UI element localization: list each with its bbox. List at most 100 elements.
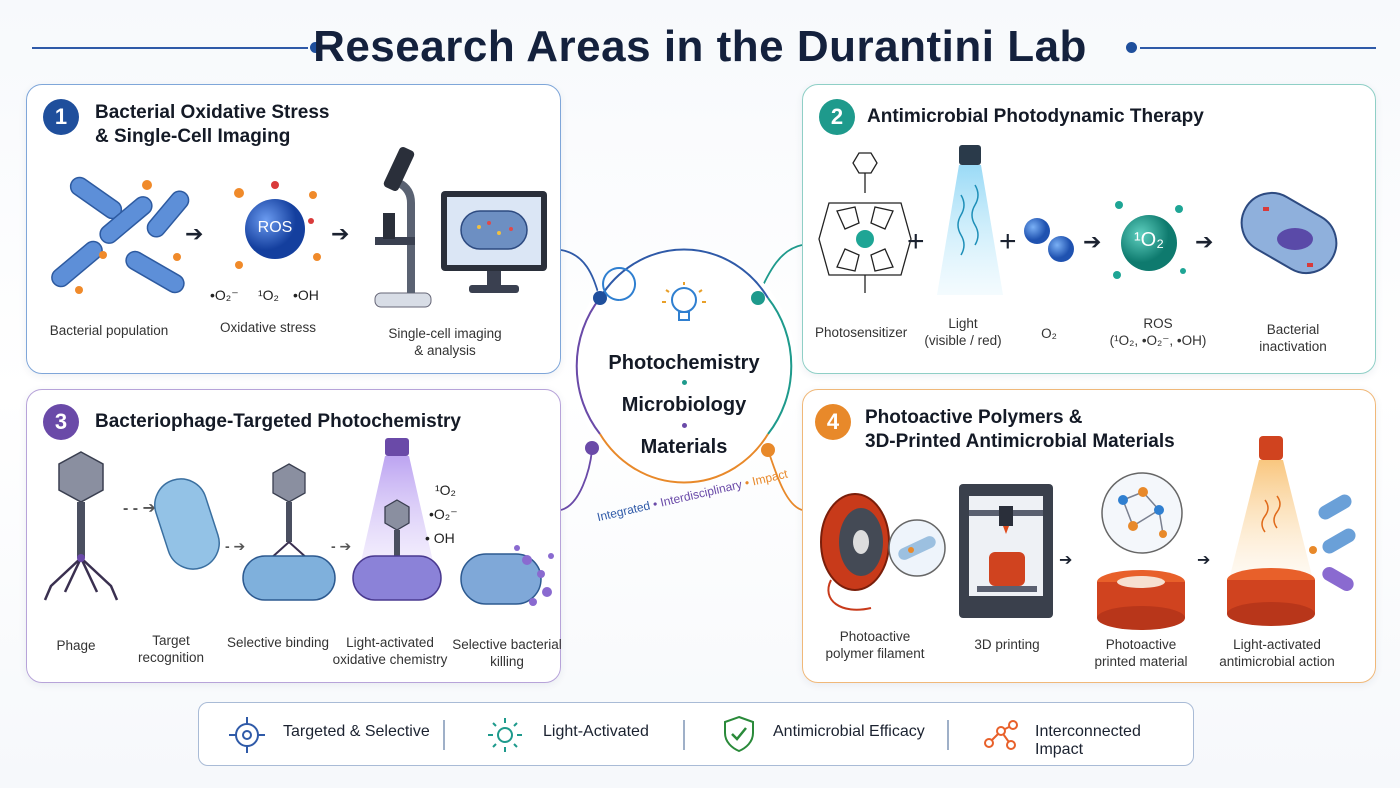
bacteria-cluster-icon	[1309, 494, 1356, 591]
light-beam-illustration	[937, 145, 1003, 295]
caption-selective-killing: Selective bacterial killing	[449, 636, 565, 670]
bacteriophage-illustration	[43, 451, 119, 601]
caption-ros: ROS (¹O₂, •O₂⁻, •OH)	[1103, 315, 1213, 349]
phage-binding-illustration	[242, 463, 336, 601]
caption-line: Photoactive	[1105, 637, 1177, 652]
center-word-photochemistry: Photochemistry	[608, 352, 760, 374]
lightbulb-icon	[602, 267, 637, 301]
network-icon	[984, 720, 1018, 750]
caption-line: killing	[490, 654, 524, 669]
ros-label: ROS	[257, 219, 293, 236]
caption-line: Light-activated	[1233, 637, 1321, 652]
separator-dot	[682, 380, 687, 385]
caption-light-activated-chemistry: Light-activated oxidative chemistry	[327, 634, 453, 668]
plus-icon: +	[999, 225, 1017, 258]
legend-divider	[683, 720, 685, 750]
ros-molecule-illustration	[234, 181, 321, 269]
porphyrin-structure-icon	[818, 152, 912, 293]
panel-number-badge: 3	[43, 404, 79, 440]
caption-bacterial-inactivation: Bacterial inactivation	[1241, 321, 1345, 355]
panel-title: Bacterial Oxidative Stress & Single-Cell…	[95, 101, 329, 149]
caption-single-cell-imaging: Single-cell imaging & analysis	[375, 325, 515, 359]
legend-divider	[947, 720, 949, 750]
arrow-right-icon: ➔	[1059, 552, 1073, 569]
caption-line: Target	[152, 633, 190, 648]
ring-dot: •	[651, 496, 659, 512]
monitor-icon	[441, 191, 547, 293]
species-singlet-oxygen: ¹O₂	[258, 287, 279, 303]
caption-line: (¹O₂, •O₂⁻, •OH)	[1109, 333, 1207, 348]
caption-3d-printing: 3D printing	[974, 637, 1040, 652]
microscope-icon	[374, 146, 432, 308]
caption-line: ROS	[1143, 316, 1173, 331]
panel-number-badge: 4	[815, 404, 851, 440]
caption-bacterial-population: Bacterial population	[49, 323, 169, 338]
panel-number-badge: 2	[819, 99, 855, 135]
dashed-arrow-icon: - ➔	[225, 538, 246, 554]
plus-icon: +	[907, 225, 925, 258]
panel-title: Bacteriophage-Targeted Photochemistry	[95, 411, 462, 432]
caption-line: Photoactive	[839, 629, 911, 644]
separator-dot	[682, 423, 687, 428]
polymer-network-magnifier-icon	[1101, 472, 1183, 554]
caption-line: oxidative chemistry	[332, 652, 448, 667]
target-bacterium-illustration	[154, 478, 220, 570]
panel-bacteriophage-photochemistry: 3 Bacteriophage-Targeted Photochemistry …	[26, 389, 562, 683]
caption-photoactive-filament: Photoactive polymer filament	[813, 628, 937, 662]
legend-bar: Targeted & Selective Light-Activated Ant…	[198, 702, 1194, 766]
lightbulb-icon	[662, 282, 706, 321]
legend-label-targeted: Targeted & Selective	[283, 723, 430, 740]
caption-line: Single-cell imaging	[388, 326, 502, 341]
caption-antimicrobial-action: Light-activated antimicrobial action	[1207, 636, 1347, 670]
bacteria-population-illustration	[51, 176, 190, 294]
caption-phage: Phage	[56, 638, 96, 653]
legend-divider	[443, 720, 445, 750]
target-icon	[229, 717, 265, 753]
3d-printer-icon	[959, 484, 1053, 618]
sun-icon	[488, 718, 522, 752]
singlet-oxygen-illustration	[1113, 201, 1186, 279]
caption-line: recognition	[137, 650, 205, 665]
caption-printed-material: Photoactive printed material	[1081, 636, 1201, 670]
filament-magnifier-icon	[888, 519, 946, 577]
caption-line: antimicrobial action	[1219, 654, 1335, 669]
caption-line: (visible / red)	[924, 333, 1002, 348]
oxygen-molecule-icon	[1024, 218, 1074, 262]
caption-line: Selective bacterial	[452, 637, 562, 652]
panel-oxidative-stress: 1 Bacterial Oxidative Stress & Single-Ce…	[26, 84, 561, 374]
filament-spool-icon	[820, 493, 890, 611]
panel-title-line-2: & Single-Cell Imaging	[95, 126, 291, 147]
center-word-materials: Materials	[640, 436, 728, 458]
arrow-right-icon: ➔	[1197, 552, 1211, 569]
arrow-right-icon: ➔	[1195, 229, 1214, 254]
title-divider-right	[1140, 47, 1376, 49]
title-dot-right	[1126, 42, 1137, 53]
legend-label-interconnected: Interconnected Impact	[1035, 723, 1141, 758]
caption-oxidative-stress: Oxidative stress	[219, 320, 317, 335]
species-hydroxyl: • OH	[425, 530, 455, 546]
legend-label-antimicrobial: Antimicrobial Efficacy	[773, 723, 925, 740]
legend-label-light-activated: Light-Activated	[543, 723, 649, 740]
page-title: Research Areas in the Durantini Lab	[313, 22, 1087, 71]
light-activated-material-illustration	[1227, 436, 1315, 626]
panel-title: Antimicrobial Photodynamic Therapy	[867, 106, 1204, 127]
caption-line: Light	[948, 316, 978, 331]
species-hydroxyl: •OH	[293, 287, 319, 303]
caption-line: & analysis	[414, 343, 476, 358]
caption-line: Light-activated	[346, 635, 434, 650]
arrow-right-icon: ➔	[185, 221, 204, 246]
caption-selective-binding: Selective binding	[226, 635, 330, 650]
panel-title: Photoactive Polymers & 3D-Printed Antimi…	[865, 406, 1175, 454]
center-word-microbiology: Microbiology	[621, 394, 747, 416]
bacterium-damaged-illustration	[1240, 192, 1338, 274]
panel-photodynamic-therapy: 2 Antimicrobial Photodynamic Therapy + +…	[802, 84, 1376, 374]
arrow-right-icon: ➔	[1083, 229, 1102, 254]
panel-photoactive-polymers: 4 Photoactive Polymers & 3D-Printed Anti…	[802, 389, 1376, 683]
shield-check-icon	[724, 715, 754, 753]
caption-line: Bacterial	[1266, 322, 1320, 337]
caption-target-recognition: Target recognition	[123, 632, 219, 666]
printed-material-icon	[1097, 570, 1185, 630]
ring-dot: •	[743, 475, 751, 491]
title-divider-left	[32, 47, 308, 49]
panel-number-badge: 1	[43, 99, 79, 135]
